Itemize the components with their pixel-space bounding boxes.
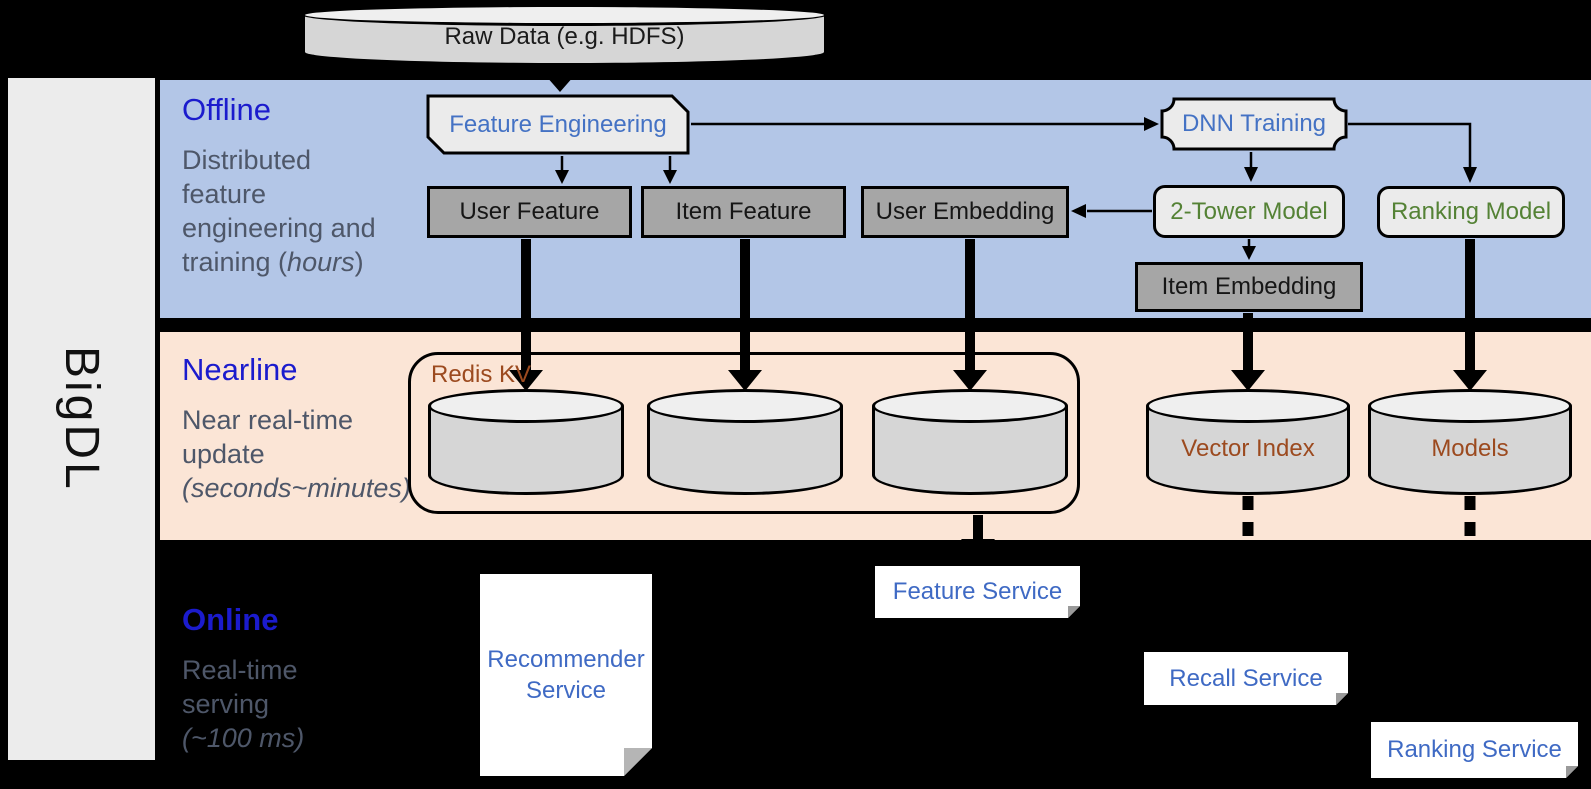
vector-index-store: Vector Index: [1146, 389, 1350, 495]
bigdl-logo-text: BigDL: [55, 346, 108, 492]
user-feature-label: User Feature: [459, 198, 600, 225]
ranking-model-label: Ranking Model: [1390, 198, 1552, 225]
cylinder-top: [302, 4, 827, 26]
raw-data-label: Raw Data (e.g. HDFS): [444, 23, 685, 50]
redis-kv-label: Redis KV: [431, 361, 532, 388]
offline-zone-label: Offline Distributed feature engineering …: [182, 92, 376, 279]
user-embedding-node: User Embedding: [861, 186, 1069, 238]
feature-engineering-label: Feature Engineering: [449, 110, 667, 138]
ranking-service-label: Ranking Service: [1387, 736, 1562, 763]
arrow-item-feature-to-redis: [728, 239, 762, 391]
arrow-two-tower-model-to-user-embedding: [1071, 204, 1152, 218]
cylinder-top: [872, 389, 1068, 423]
nearline-title: Nearline: [182, 352, 298, 387]
vector-index-label: Vector Index: [1181, 435, 1315, 462]
offline-description: Distributed feature engineering and trai…: [182, 145, 376, 277]
plaque-shape: [1160, 97, 1348, 151]
arrow-feature-engineering-to-dnn-training: [691, 117, 1159, 131]
arrow-user-feature-to-redis: [509, 239, 543, 391]
snip-corner-shape: [426, 94, 690, 155]
online-description: Real-time serving (~100 ms): [182, 655, 305, 753]
user-feature-node: User Feature: [427, 186, 632, 238]
redis-cylinder-2: [647, 389, 843, 495]
cylinder-body: [302, 15, 827, 66]
cylinder-top: [647, 389, 843, 423]
cylinder-top: [1146, 389, 1350, 423]
arrow-feature-engineering-to-item-feature: [663, 156, 677, 184]
bigdl-brand-bar: BigDL: [8, 78, 155, 760]
arrow-two-tower-model-to-item-embedding: [1242, 239, 1256, 260]
offline-title: Offline: [182, 92, 272, 127]
recommender-service-node: Recommender Service: [480, 574, 652, 776]
online-title: Online: [182, 602, 279, 637]
cylinder-top: [1368, 389, 1572, 423]
nearline-zone-label: Nearline Near real-time update (seconds~…: [182, 352, 411, 505]
redis-cylinder-1: [428, 389, 624, 495]
feature-engineering-node: Feature Engineering: [426, 94, 690, 155]
arrow-item-embedding-to-vector-index: [1231, 313, 1265, 391]
models-label: Models: [1431, 435, 1509, 462]
item-feature-label: Item Feature: [675, 198, 812, 225]
recall-service-label: Recall Service: [1169, 664, 1323, 692]
recommender-service-label-line2: Service: [525, 677, 607, 704]
recommender-service-label-line1: Recommender: [487, 646, 645, 673]
recall-service-node: Recall Service: [1144, 652, 1348, 705]
dnn-training-node: DNN Training: [1160, 97, 1348, 151]
cylinder-top: [428, 389, 624, 423]
arrow-rawdata-to-feature-engineering: [546, 64, 574, 92]
raw-data-store: Raw Data (e.g. HDFS): [302, 4, 827, 66]
two-tower-model-node: 2-Tower Model: [1153, 185, 1345, 238]
arrow-ranking-model-to-models: [1453, 239, 1487, 391]
two-tower-model-label: 2-Tower Model: [1170, 197, 1328, 225]
item-embedding-node: Item Embedding: [1135, 262, 1363, 312]
online-zone-label: Online Real-time serving (~100 ms): [182, 602, 304, 755]
nearline-description: Near real-time update (seconds~minutes): [182, 405, 411, 503]
ranking-service-node: Ranking Service: [1371, 722, 1578, 778]
arrow-redis-to-feature-service: [961, 515, 995, 560]
redis-cylinder-3: [872, 389, 1068, 495]
feature-service-node: Feature Service: [875, 566, 1080, 618]
item-feature-node: Item Feature: [641, 186, 846, 238]
ranking-model-node: Ranking Model: [1377, 186, 1565, 238]
item-embedding-label: Item Embedding: [1161, 273, 1337, 300]
feature-service-label: Feature Service: [892, 578, 1063, 605]
redis-kv-container: Redis KV: [408, 352, 1080, 514]
user-embedding-label: User Embedding: [875, 198, 1055, 225]
dnn-training-label: DNN Training: [1181, 110, 1327, 137]
arrow-feature-engineering-to-user-feature: [555, 156, 569, 184]
arrow-dnn-training-to-ranking-model: [1348, 122, 1477, 183]
models-store: Models: [1368, 389, 1572, 495]
arrow-dnn-training-to-two-tower-model: [1244, 152, 1258, 182]
arrow-user-embedding-to-redis: [953, 239, 987, 391]
